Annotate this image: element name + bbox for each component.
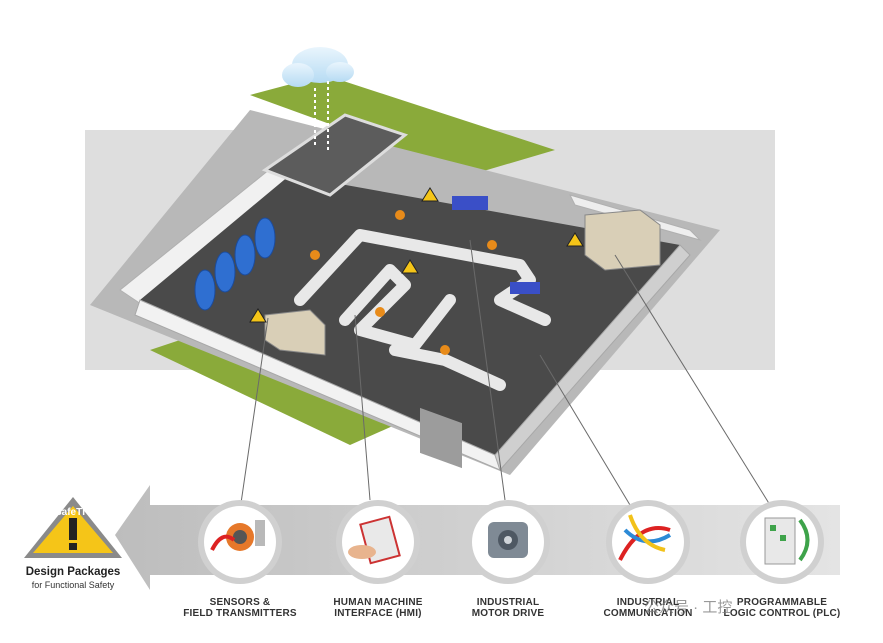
safeti-logo (24, 497, 122, 558)
motor-icon (488, 522, 528, 558)
wall-front-right (494, 244, 691, 471)
upload-arrows (314, 80, 329, 150)
caption-sensors: SENSORS &FIELD TRANSMITTERS (183, 597, 297, 619)
callout-lines (239, 239, 771, 511)
water-tanks (194, 217, 276, 311)
factory-floor (140, 175, 680, 455)
sensor-icon (210, 520, 265, 551)
cloud-icon (282, 47, 354, 87)
warning-signs (249, 187, 584, 323)
watermark: 公众号 · 工控 (644, 599, 733, 616)
grass-top (250, 75, 555, 175)
server-racks (584, 209, 661, 271)
cable-icon (618, 514, 672, 561)
grass-bottom (150, 335, 395, 445)
conveyor-line (294, 229, 551, 391)
loading-door (420, 407, 462, 469)
control-room (261, 113, 409, 197)
brand-title: Design Packages (25, 566, 121, 578)
robot-arms (310, 210, 497, 355)
hmi-icon (348, 515, 401, 565)
brand-subtitle: for Functional Safety (31, 580, 115, 590)
safeti-logo-text: SafeTI™ (54, 507, 91, 518)
blue-machines (452, 196, 540, 294)
plc-icon (764, 517, 810, 565)
